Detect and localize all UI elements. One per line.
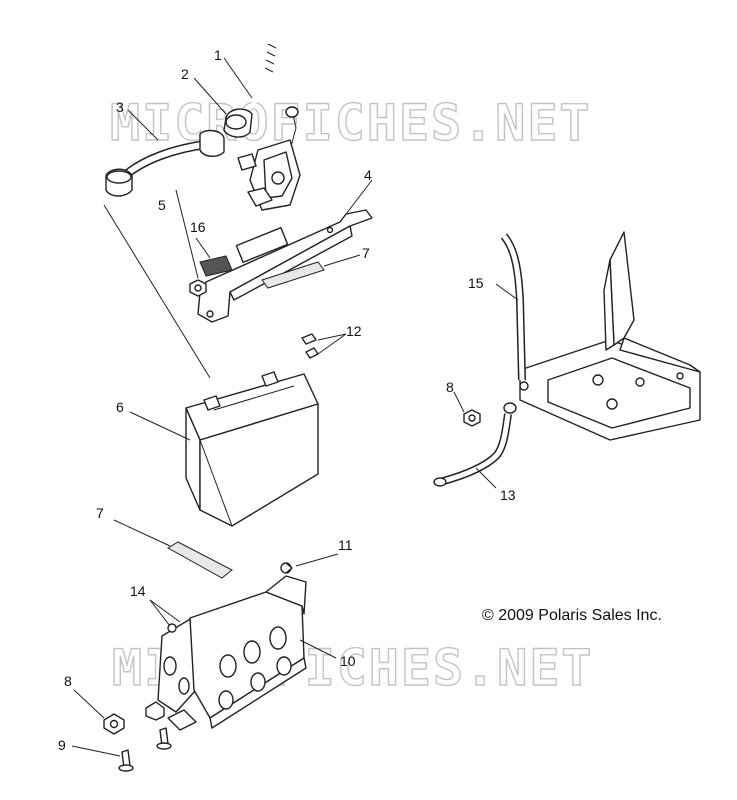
watermark-top: MICROFICHES.NET xyxy=(110,94,592,152)
negative-cable xyxy=(105,129,225,197)
callout-7-upper: 7 xyxy=(362,245,370,261)
leader-lines xyxy=(71,57,519,757)
nut-small xyxy=(189,279,207,297)
callout-14: 14 xyxy=(130,583,146,599)
hold-down-bracket xyxy=(197,209,373,323)
callout-15: 15 xyxy=(468,275,484,291)
copyright-notice: © 2009 Polaris Sales Inc. xyxy=(482,607,662,624)
warning-label xyxy=(199,255,233,277)
fuse-holder xyxy=(237,106,301,211)
battery-pad-lower xyxy=(167,541,233,579)
ground-strap xyxy=(433,402,517,487)
ground-cable xyxy=(500,233,529,391)
nut-lower xyxy=(103,713,125,735)
callout-3: 3 xyxy=(116,99,124,115)
callout-10: 10 xyxy=(340,653,356,669)
callout-7-lower: 7 xyxy=(96,505,104,521)
battery-box xyxy=(157,575,307,731)
callout-8-lower: 8 xyxy=(64,673,72,689)
callout-6: 6 xyxy=(116,399,124,415)
battery-pad-upper xyxy=(261,261,325,289)
bolts-lower xyxy=(118,727,172,772)
callout-5: 5 xyxy=(158,197,166,213)
callout-13: 13 xyxy=(500,487,516,503)
callout-2: 2 xyxy=(181,66,189,82)
callout-16: 16 xyxy=(190,219,206,235)
bolt-small xyxy=(280,562,293,574)
callout-9: 9 xyxy=(58,737,66,753)
callout-4: 4 xyxy=(364,167,372,183)
nut-right xyxy=(463,409,481,427)
screws xyxy=(301,333,319,359)
battery xyxy=(185,371,319,527)
callout-11: 11 xyxy=(338,537,353,553)
callout-1: 1 xyxy=(214,47,222,63)
nut-lower-2 xyxy=(145,701,165,721)
frame-assembly xyxy=(519,231,701,441)
callout-12: 12 xyxy=(346,323,362,339)
terminal-boot xyxy=(223,108,253,138)
callout-8-right: 8 xyxy=(446,379,454,395)
